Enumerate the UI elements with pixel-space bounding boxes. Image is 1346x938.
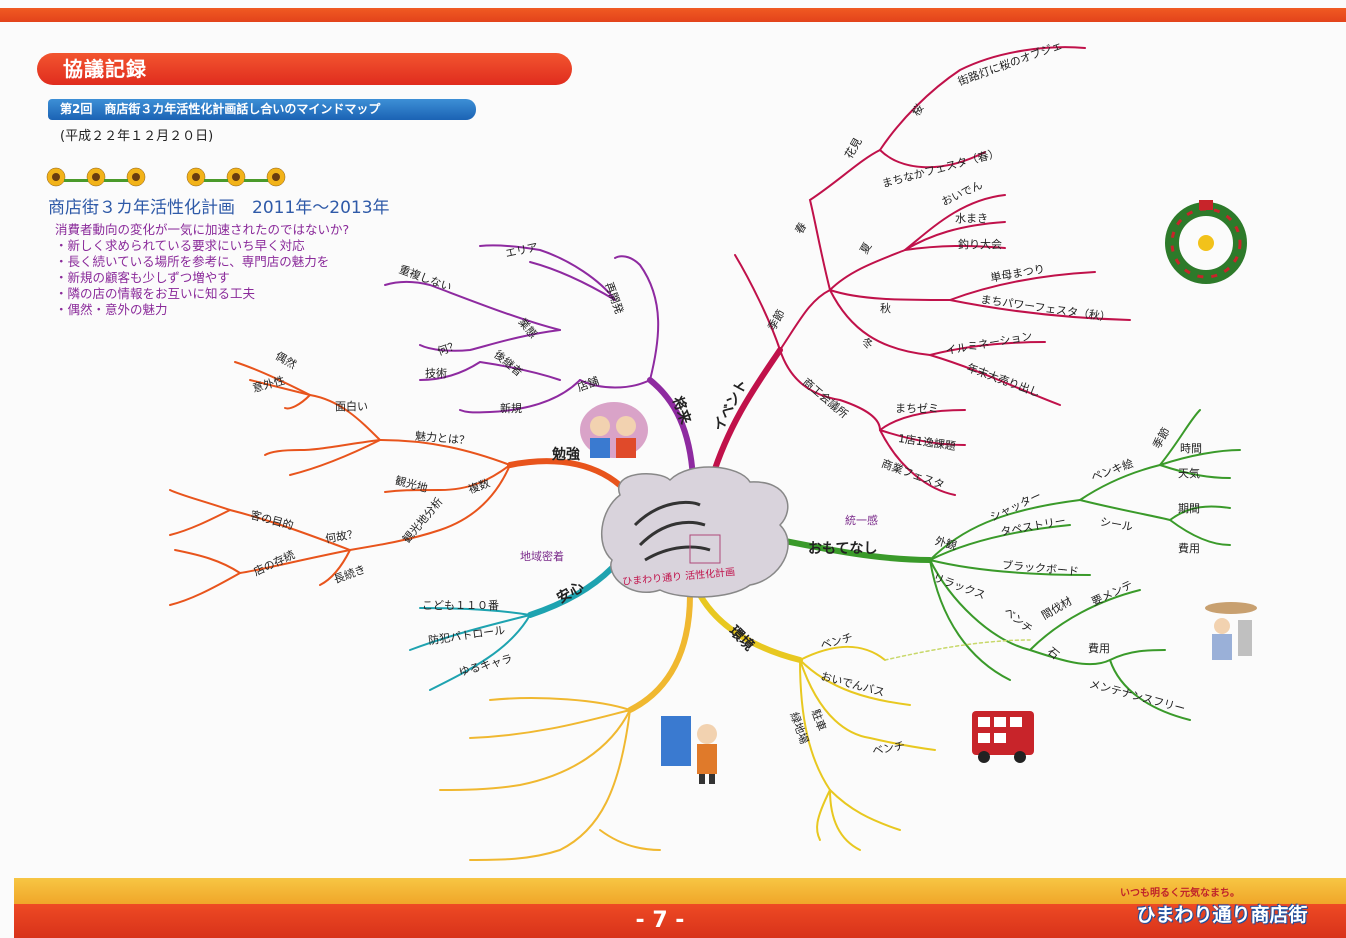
shopper-illustration: [661, 716, 717, 784]
study-branch: [169, 361, 628, 606]
page-title: 協議記録: [37, 53, 572, 85]
omotenashi-branch: [777, 409, 1241, 721]
subtitle-banner: 第2回 商店街３カ年活性化計画話し合いのマインドマップ: [48, 99, 476, 120]
map-label: 時間: [1180, 442, 1202, 455]
map-label: 期間: [1178, 502, 1200, 515]
empty-branch: [439, 592, 693, 861]
plan-note: ・新しく求められている要求にいち早く対応: [55, 238, 305, 253]
craftsman-illustration: [1205, 602, 1257, 660]
plan-note: 消費者動向の変化が一気に加速されたのではないか?: [55, 222, 350, 237]
wreath-illustration: [1165, 200, 1247, 284]
kankyo-branch: [697, 592, 936, 851]
sunflower-decoration: [46, 167, 286, 187]
top-bar: [0, 8, 1346, 22]
brand-logo: ひまわり通り商店街: [1136, 904, 1308, 926]
map-label: 費用: [1178, 542, 1200, 555]
children-illustration: [580, 402, 648, 458]
plan-note: ・長く続いている場所を参考に、専門店の魅力を: [55, 254, 330, 269]
map-label: 釣り大会: [958, 238, 1002, 251]
dotted-link: [884, 639, 1031, 661]
map-label: 天気: [1178, 467, 1200, 480]
branch-label-study: 勉強: [552, 447, 580, 463]
center-illustration: [600, 466, 789, 598]
brand-tagline: いつも明るく元気なまち。: [1120, 888, 1240, 899]
event-branch: [709, 46, 1131, 496]
map-label: 水まき: [955, 212, 988, 225]
meeting-date: (平成２２年１２月２０日): [60, 129, 214, 144]
map-label: 費用: [1088, 642, 1110, 655]
anshin-branch: [409, 565, 615, 691]
plan-note: ・隣の店の情報をお互いに知る工夫: [55, 286, 256, 301]
footer-band: [14, 878, 1346, 904]
plan-note: ・新規の顧客も少しずつ増やす: [55, 270, 230, 285]
page-number: - 7 -: [635, 908, 685, 933]
plan-title: 商店街３カ年活性化計画 2011年〜2013年: [48, 198, 390, 218]
footer-bar: [14, 904, 1346, 938]
branch-label-omotenashi: おもてなし: [808, 541, 878, 557]
map-label: まちゼミ: [895, 402, 939, 415]
future-branch: [384, 244, 696, 481]
map-label: 新規: [500, 402, 522, 415]
bus-illustration: [972, 711, 1034, 763]
map-label: 秋: [880, 302, 891, 315]
map-label: 技術: [425, 367, 447, 380]
plan-notes: 消費者動向の変化が一気に加速されたのではないか? ・新しく求められている要求にい…: [55, 222, 349, 318]
note-label: 統一感: [845, 514, 878, 527]
plan-note: ・偶然・意外の魅力: [55, 302, 168, 317]
note-label: 地域密着: [520, 550, 564, 563]
map-label: 面白い: [335, 400, 368, 413]
map-label: こども１１０番: [422, 599, 499, 612]
